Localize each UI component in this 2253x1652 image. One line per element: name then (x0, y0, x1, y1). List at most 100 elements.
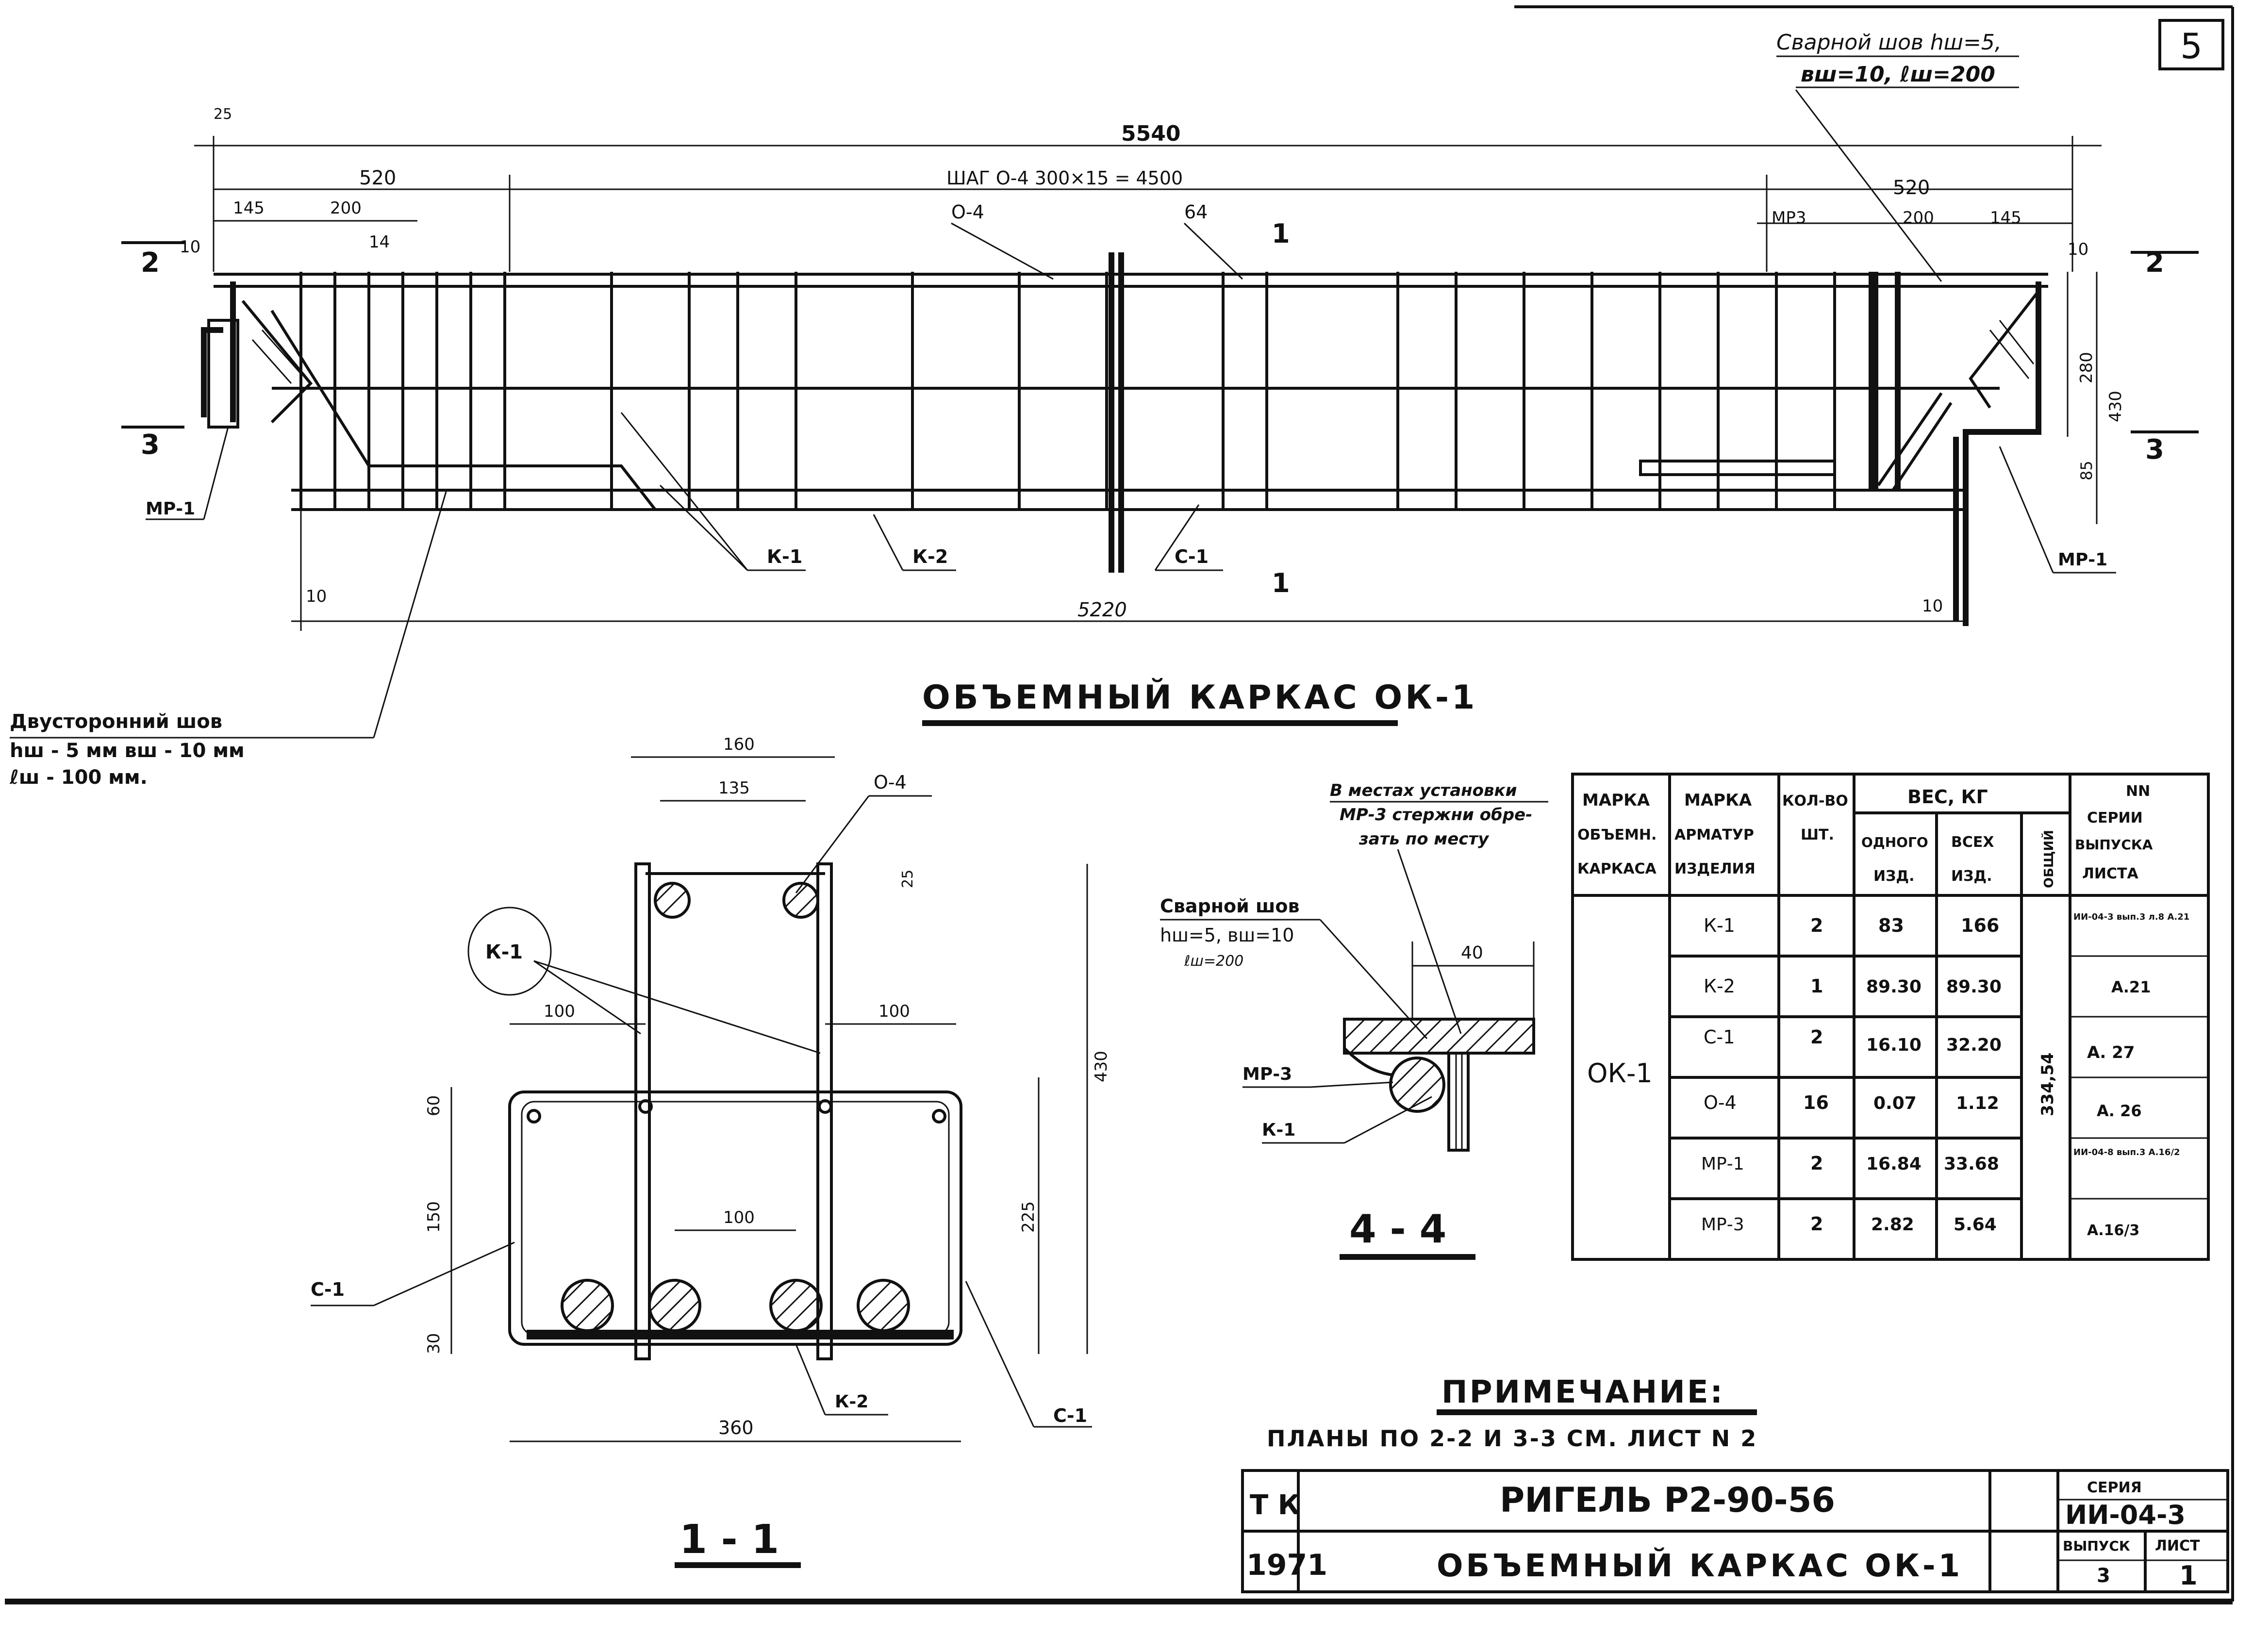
table-row: О-4 16 0.07 1.12 А. 26 (1704, 1092, 2142, 1120)
label-k1: К-1 (767, 546, 802, 567)
sec11-dim-160: 160 (723, 735, 755, 754)
sec11-dim-225: 225 (1019, 1201, 1038, 1233)
sheet-label: ЛИСТ (2155, 1537, 2200, 1554)
title-year: 1971 (1246, 1548, 1327, 1582)
cell-one: 2.82 (1871, 1215, 1914, 1235)
dim-right-520: 520 (1893, 177, 1930, 199)
stirrups (299, 252, 1836, 573)
sec44-note-line3: зать по месту (1358, 829, 1490, 849)
sec11-label-s1-right: С-1 (1053, 1405, 1087, 1426)
cell-mark: МР-1 (1701, 1154, 1744, 1174)
dim-left-200: 200 (330, 198, 362, 218)
dim-h-85: 85 (2077, 461, 2096, 480)
cell-mark: К-2 (1704, 975, 1735, 997)
elevation-view: 5540 520 ШАГ О-4 300×15 = 4500 520 145 2… (121, 106, 2199, 726)
th-qty-1: КОЛ-ВО (1782, 793, 1848, 809)
total-weight: 334,54 (2038, 1053, 2057, 1116)
cell-mark: МР-3 (1701, 1215, 1744, 1235)
spec-table: МАРКА ОБЪЕМН. КАРКАСА МАРКА АРМАТУР ИЗДЕ… (1571, 773, 2210, 1261)
cell-all: 33.68 (1944, 1154, 1999, 1174)
dim-left-145: 145 (233, 198, 265, 218)
cell-qty: 2 (1810, 1153, 1823, 1174)
sec11-dim-100-left: 100 (544, 1002, 575, 1021)
sheet-frame: 5 (5, 5, 2234, 1604)
dim-h-280: 280 (2077, 352, 2096, 383)
cell-qty: 16 (1803, 1092, 1829, 1113)
sec11-dim-360: 360 (718, 1417, 754, 1438)
sec44-weld-line2: hш=5, вш=10 (1160, 925, 1294, 946)
sec11-label-k1: К-1 (485, 941, 523, 963)
section-1-1: 160 135 О-4 25 К-1 100 100 (311, 735, 1111, 1568)
label-k2: К-2 (912, 546, 948, 567)
section-3-left: 3 (141, 429, 160, 461)
title-subtitle: ОБЪЕМНЫЙ КАРКАС ОК-1 (1437, 1547, 1963, 1584)
dim-left-14: 14 (369, 232, 390, 252)
cell-all: 166 (1961, 915, 1999, 936)
th-series-4: ЛИСТА (2082, 865, 2139, 882)
cell-mark: С-1 (1704, 1026, 1735, 1048)
label-s1: С-1 (1175, 546, 1209, 567)
sec44-note-line1: В местах установки (1330, 781, 1517, 800)
th-series-3: ВЫПУСКА (2075, 837, 2153, 853)
table-row: МР-1 2 16.84 33.68 ИИ-04-8 вып.3 А.16/2 (1701, 1147, 2180, 1174)
sec44-note-line2: МР-3 стержни обре- (1340, 805, 1532, 825)
th-all-2: ИЗД. (1951, 868, 1992, 885)
cell-qty: 2 (1810, 1213, 1823, 1235)
dim-bottom-left-10: 10 (306, 587, 327, 606)
sec44-dim-40: 40 (1461, 943, 1483, 963)
dim-right-145: 145 (1990, 208, 2021, 228)
table-row: К-2 1 89.30 89.30 А.21 (1704, 975, 2151, 997)
title-block: Т К 1971 РИГЕЛЬ Р2-90-56 ОБЪЕМНЫЙ КАРКАС… (1241, 1469, 2229, 1593)
dim-step: ШАГ О-4 300×15 = 4500 (946, 167, 1183, 189)
cell-ref: ИИ-04-8 вып.3 А.16/2 (2073, 1147, 2180, 1157)
weld-note-left-line1: Двусторонний шов (10, 710, 222, 733)
sec11-label-k2: К-2 (835, 1392, 868, 1412)
sec44-weld-line1: Сварной шов (1160, 895, 1300, 917)
th-all-1: ВСЕХ (1951, 834, 1994, 851)
issue-label: ВЫПУСК (2063, 1538, 2130, 1554)
sec44-title: 4 - 4 (1349, 1206, 1446, 1252)
th-qty-2: ШТ. (1801, 826, 1834, 843)
note: ПРИМЕЧАНИЕ: ПЛАНЫ ПО 2-2 И 3-3 СМ. ЛИСТ … (1267, 1374, 1757, 1452)
th-one-1: ОДНОГО (1861, 834, 1928, 850)
cell-all: 89.30 (1946, 977, 2002, 997)
dim-left-25: 25 (214, 106, 232, 123)
top-weld-note: Сварной шов hш=5, вш=10, ℓш=200 (1776, 30, 2019, 282)
dim-total: 5540 (1121, 121, 1180, 146)
sheet-value: 1 (2179, 1560, 2198, 1591)
th-frame-mark-2: ОБЪЕМН. (1577, 826, 1657, 843)
dim-left-520: 520 (359, 167, 396, 189)
dim-bottom-5220: 5220 (1077, 599, 1127, 621)
cell-all: 1.12 (1956, 1093, 1999, 1113)
cell-ref: А. 27 (2087, 1043, 2135, 1062)
dim-left-10: 10 (180, 237, 200, 257)
sec11-dim-430: 430 (1092, 1051, 1111, 1082)
label-o4: О-4 (951, 201, 984, 223)
frame-mark: ОК-1 (1587, 1058, 1653, 1089)
weld-note-left-line2: hш - 5 мм вш - 10 мм (10, 740, 245, 762)
title-name: РИГЕЛЬ Р2-90-56 (1500, 1480, 1835, 1520)
cell-one: 16.10 (1866, 1035, 1922, 1055)
sec11-label-s1-left: С-1 (311, 1279, 345, 1300)
cell-one: 83 (1878, 915, 1904, 936)
th-total: ОБЩИЙ (2041, 830, 2056, 888)
table-row: МР-3 2 2.82 5.64 А.16/3 (1701, 1213, 2139, 1239)
top-weld-note-line1: Сварной шов hш=5, (1776, 30, 2002, 55)
cell-all: 5.64 (1954, 1215, 1997, 1235)
sec11-label-o4: О-4 (874, 772, 907, 793)
cut-1-top: 1 (1272, 218, 1290, 249)
cut-1-bottom: 1 (1272, 568, 1290, 598)
dim-h-430: 430 (2106, 391, 2125, 422)
section-3-right: 3 (2145, 434, 2164, 465)
sec44-label-mr3: МР-3 (1242, 1064, 1292, 1084)
th-series-2: СЕРИИ (2087, 809, 2143, 826)
sec44-label-k1: К-1 (1262, 1120, 1295, 1140)
cell-all: 32.20 (1946, 1035, 2002, 1055)
sec11-dim-100-mid: 100 (723, 1208, 755, 1227)
cell-one: 0.07 (1873, 1093, 1917, 1113)
note-title: ПРИМЕЧАНИЕ: (1441, 1374, 1724, 1410)
cell-one: 89.30 (1866, 977, 1922, 997)
cell-mark: О-4 (1704, 1092, 1737, 1113)
th-item-mark-1: МАРКА (1684, 791, 1752, 810)
